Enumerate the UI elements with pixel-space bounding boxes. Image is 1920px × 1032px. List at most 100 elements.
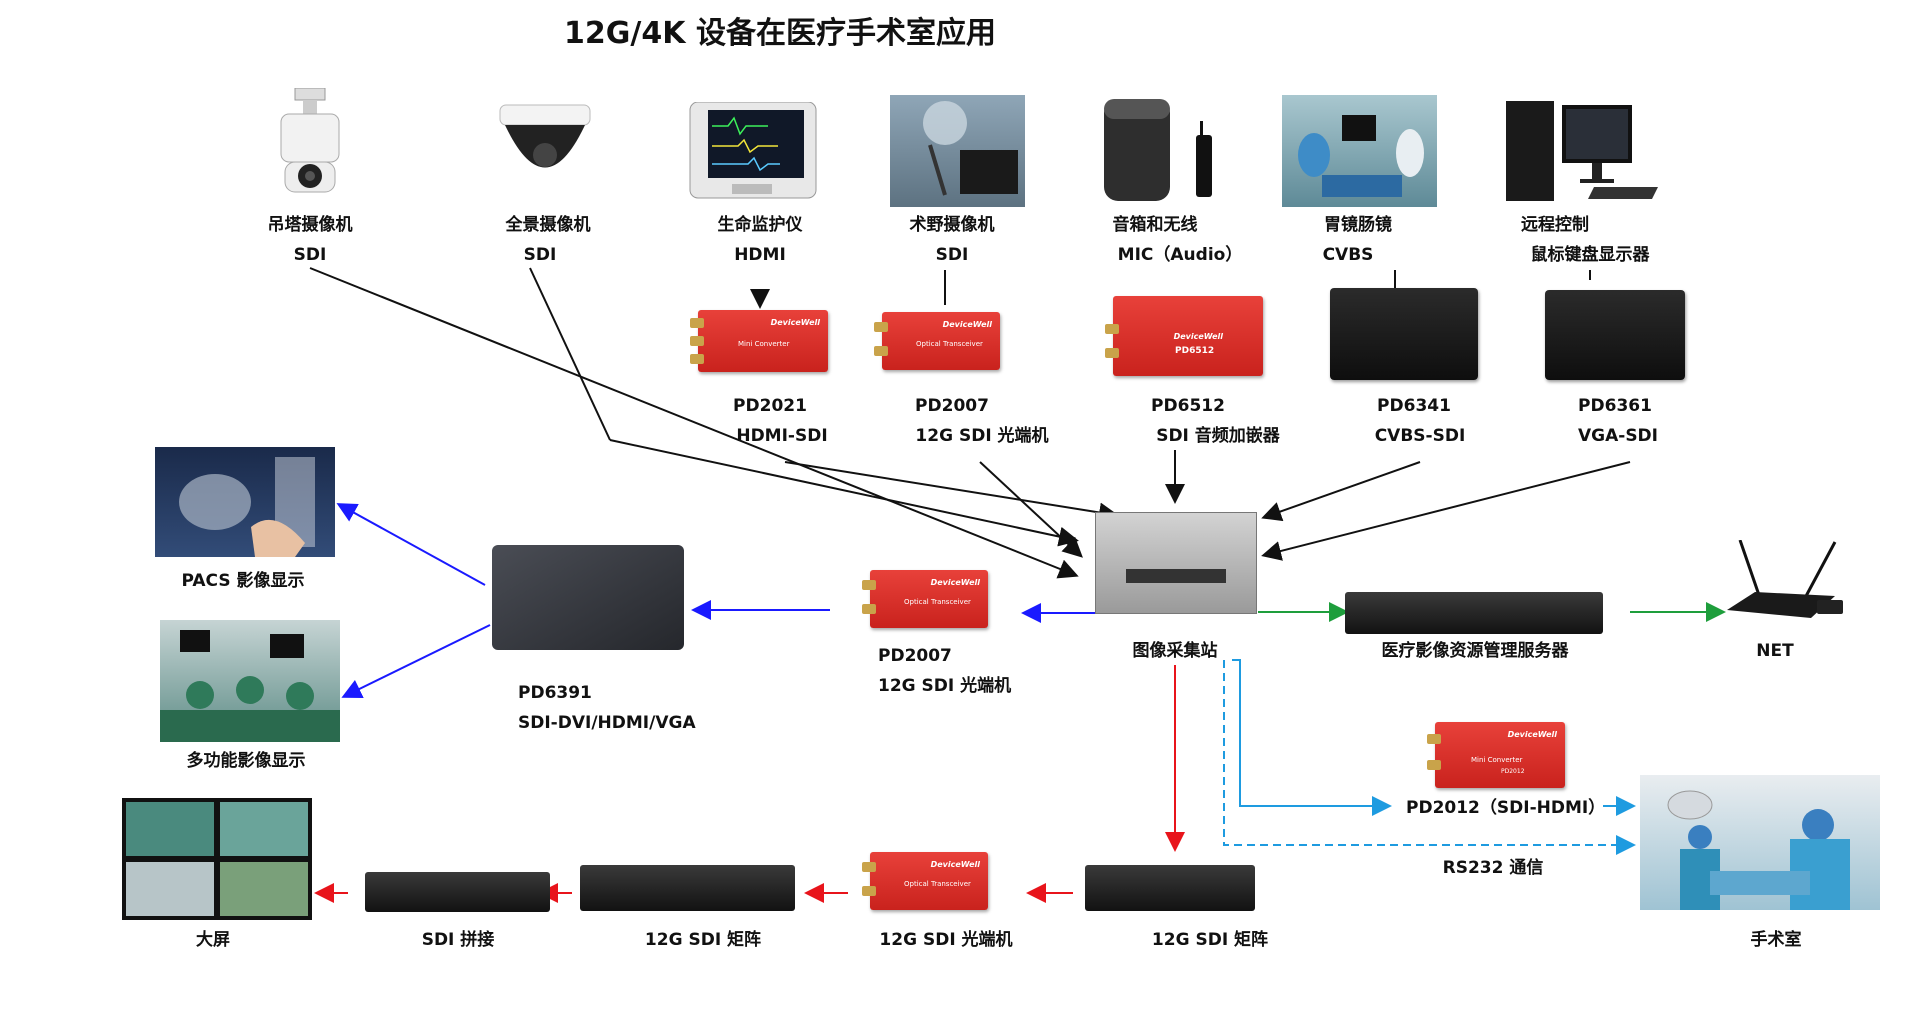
matrix2-label: 12G SDI 矩阵: [1151, 930, 1269, 950]
converter-1-model: PD2007: [915, 396, 989, 416]
bnc-connector: [862, 886, 876, 896]
left-pd2007-box-text: Optical Transceiver: [904, 598, 971, 606]
bnc-connector: [862, 580, 876, 590]
operating-room-drawing: [1667, 790, 1850, 910]
converter-1-desc: 12G SDI 光端机: [915, 426, 1049, 446]
pd2012-label: PD2012（SDI-HDMI）: [1406, 798, 1606, 818]
pd2021-box-text: Mini Converter: [738, 340, 790, 348]
arrow-pd6361: [1261, 461, 1631, 561]
pd2021-device: DeviceWell Mini Converter: [690, 310, 828, 372]
pd2012-box-model: PD2012: [1501, 768, 1525, 775]
pd6361-device: [1545, 290, 1685, 380]
splice-device: [365, 872, 550, 912]
bnc-connector: [862, 604, 876, 614]
converter-0-model: PD2021: [733, 396, 807, 416]
dome-camera-drawing: [499, 104, 591, 168]
bottom-pd2007-device: DeviceWell Optical Transceiver: [862, 852, 988, 910]
pacs-display-drawing: [179, 457, 315, 557]
operating-room-label: 手术室: [1750, 930, 1802, 950]
bnc-connector: [874, 322, 888, 332]
net-router-drawing: [1727, 539, 1843, 618]
arrow-dome-cam: [529, 267, 611, 441]
surgical-camera-icon: [890, 95, 1025, 207]
bnc-connector: [690, 354, 704, 364]
capture-station-label: 图像采集站: [1132, 641, 1218, 661]
converter-4-model: PD6361: [1578, 396, 1652, 416]
arrow-to-pacs: [336, 503, 486, 586]
splitter-desc: SDI-DVI/HDMI/VGA: [518, 713, 696, 733]
converter-2-model: PD6512: [1151, 396, 1225, 416]
source-3-name: 术野摄像机: [909, 215, 995, 235]
net-label: NET: [1756, 641, 1794, 661]
converter-0-desc: HDMI-SDI: [736, 426, 828, 446]
pacs-label: PACS 影像显示: [181, 571, 305, 591]
server-device: [1345, 592, 1603, 634]
matrix2-device: [1085, 865, 1255, 911]
splitter-model: PD6391: [518, 683, 592, 703]
pd6512-device: DeviceWell PD6512: [1105, 296, 1263, 376]
matrix1-label: 12G SDI 矩阵: [644, 930, 762, 950]
bottom-transceiver-label: 12G SDI 光端机: [879, 930, 1013, 950]
arrow-pd2021: [784, 461, 1119, 523]
device-brand: DeviceWell: [1173, 332, 1223, 341]
source-0-name: 吊塔摄像机: [267, 215, 353, 235]
device-brand: DeviceWell: [770, 318, 820, 327]
speaker-radio-icon: [1100, 95, 1220, 205]
multi-display-drawing: [160, 630, 340, 742]
arrow-pd6341: [1261, 461, 1421, 522]
pd6341-device: [1330, 288, 1478, 380]
capture-station-device: [1095, 512, 1257, 614]
bnc-connector: [1105, 324, 1119, 334]
converter-3-desc: CVBS-SDI: [1374, 426, 1466, 446]
pd2012-device: DeviceWell Mini Converter PD2012: [1427, 722, 1565, 788]
source-1-name: 全景摄像机: [505, 215, 591, 235]
bnc-connector: [690, 336, 704, 346]
source-1-signal: SDI: [523, 245, 557, 265]
source-5-signal: CVBS: [1322, 245, 1374, 265]
converter-3-model: PD6341: [1377, 396, 1451, 416]
bnc-connector: [1105, 348, 1119, 358]
device-brand: DeviceWell: [1507, 730, 1557, 739]
ceiling-camera-drawing: [280, 87, 340, 193]
bottom-pd2007-box-text: Optical Transceiver: [904, 880, 971, 888]
device-brand: DeviceWell: [942, 320, 992, 329]
big-screen-icon: [122, 798, 312, 920]
pd2012-box-text: Mini Converter: [1471, 756, 1523, 764]
pd6391-device: [492, 545, 684, 650]
server-label: 医疗影像资源管理服务器: [1381, 641, 1569, 661]
pacs-display-icon: [155, 447, 335, 557]
multi-label: 多功能影像显示: [186, 751, 306, 771]
bnc-connector: [1427, 760, 1441, 770]
splice-label: SDI 拼接: [421, 930, 495, 950]
arrow-dome-cam-2: [609, 439, 1079, 547]
arrow-to-multi: [341, 624, 491, 698]
source-4-name: 音箱和无线: [1112, 215, 1198, 235]
station-panel: [1126, 569, 1226, 583]
device-brand: DeviceWell: [930, 578, 980, 587]
patient-monitor-icon: [688, 101, 818, 200]
patient-monitor-drawing: [689, 101, 817, 199]
converter-4-desc: VGA-SDI: [1577, 426, 1659, 446]
pd2007-device: DeviceWell Optical Transceiver: [874, 312, 1000, 370]
pd6512-box-text: PD6512: [1175, 346, 1215, 356]
device-brand: DeviceWell: [930, 860, 980, 869]
bnc-connector: [1427, 734, 1441, 744]
left-transceiver-desc: 12G SDI 光端机: [878, 676, 1012, 696]
multi-display-icon: [160, 620, 340, 742]
rs232-dashed: [1223, 660, 1636, 855]
source-0-signal: SDI: [293, 245, 327, 265]
ceiling-camera-icon: [275, 87, 345, 198]
big-screen-label: 大屏: [196, 930, 230, 950]
converter-2-desc: SDI 音频加嵌器: [1156, 426, 1280, 446]
arrow-ceiling-cam: [309, 267, 1079, 579]
left-pd2007-device: DeviceWell Optical Transceiver: [862, 570, 988, 628]
source-2-name: 生命监护仪: [717, 215, 803, 235]
endoscope-drawing: [1298, 115, 1424, 197]
bnc-connector: [874, 346, 888, 356]
matrix1-device: [580, 865, 795, 911]
source-2-signal: HDMI: [734, 245, 786, 265]
desktop-computer-drawing: [1506, 101, 1658, 201]
bnc-connector: [690, 318, 704, 328]
